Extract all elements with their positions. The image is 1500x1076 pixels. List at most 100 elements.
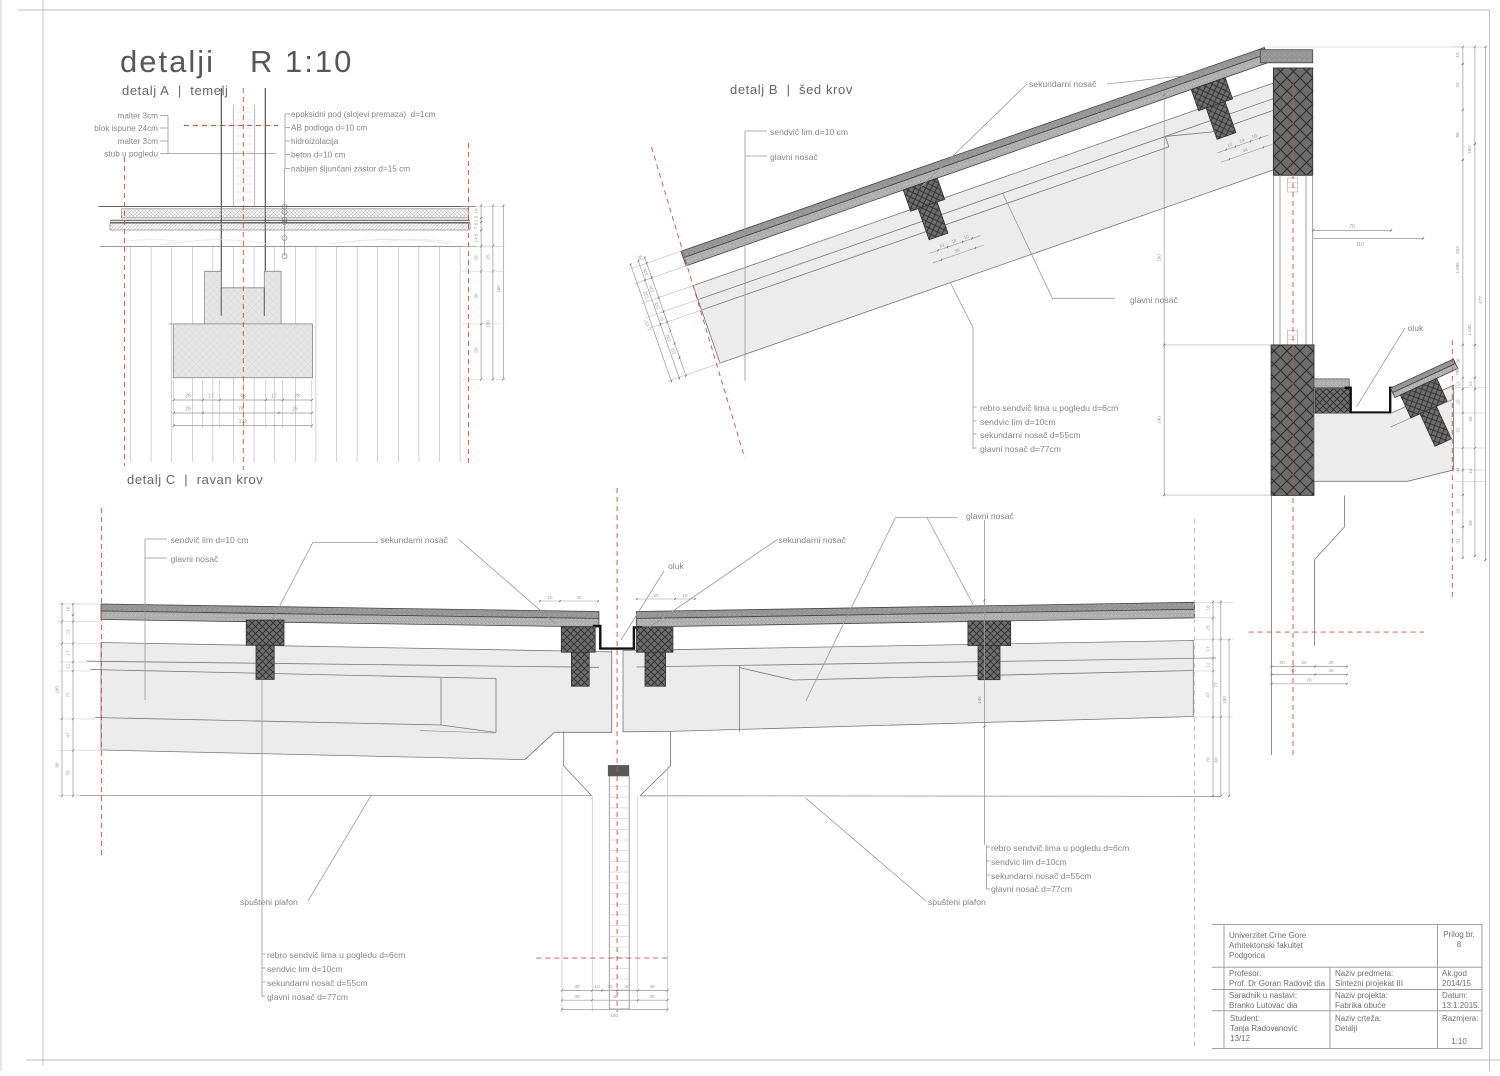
- svg-text:100: 100: [486, 320, 491, 328]
- svg-text:Podgorica: Podgorica: [1229, 951, 1266, 960]
- svg-text:47: 47: [1206, 692, 1211, 698]
- svg-text:40: 40: [1290, 668, 1296, 674]
- svg-text:29: 29: [294, 394, 300, 400]
- svg-text:10: 10: [474, 208, 479, 214]
- svg-text:spušteni plafon: spušteni plafon: [928, 897, 986, 907]
- svg-text:70: 70: [66, 770, 71, 776]
- svg-text:20: 20: [576, 595, 582, 600]
- svg-text:hidroizolacija: hidroizolacija: [291, 137, 339, 146]
- svg-text:Datum:: Datum:: [1442, 991, 1468, 1000]
- svg-text:2.5: 2.5: [474, 215, 479, 222]
- svg-text:13/12: 13/12: [1230, 1034, 1251, 1043]
- svg-text:sendvič lim d=10 cm: sendvič lim d=10 cm: [770, 127, 848, 137]
- svg-text:30: 30: [474, 293, 479, 299]
- svg-text:1.040: 1.040: [1467, 324, 1472, 336]
- svg-text:R 1:10: R 1:10: [250, 44, 353, 79]
- svg-text:oluk: oluk: [1408, 323, 1424, 333]
- svg-text:sekundarni nosač d=55cm: sekundarni nosač d=55cm: [980, 430, 1081, 440]
- svg-text:17: 17: [66, 650, 71, 656]
- svg-text:29: 29: [185, 407, 191, 413]
- svg-text:Naziv crteža:: Naziv crteža:: [1335, 1014, 1381, 1023]
- svg-text:30: 30: [649, 994, 655, 1000]
- svg-text:16: 16: [951, 238, 958, 245]
- svg-text:333: 333: [1455, 246, 1460, 254]
- svg-text:Ak.god: Ak.god: [1442, 969, 1467, 978]
- svg-text:10: 10: [594, 984, 600, 990]
- svg-text:Naziv projekta:: Naziv projekta:: [1335, 991, 1388, 1000]
- svg-text:Detalji: Detalji: [1335, 1024, 1357, 1033]
- svg-text:20: 20: [607, 984, 613, 990]
- svg-text:oluk: oluk: [668, 561, 684, 571]
- svg-text:Arhitektonski fakultet: Arhitektonski fakultet: [1229, 941, 1304, 950]
- svg-text:sekundarni nosač: sekundarni nosač: [779, 535, 847, 545]
- svg-text:sekundarni nosač: sekundarni nosač: [381, 535, 449, 545]
- svg-text:70: 70: [1206, 757, 1211, 763]
- svg-text:detalj A | temelj: detalj A | temelj: [122, 83, 229, 98]
- svg-text:59: 59: [1468, 520, 1473, 526]
- svg-text:77: 77: [66, 692, 71, 698]
- svg-text:87: 87: [658, 315, 665, 322]
- svg-text:sendvic lim d=10cm: sendvic lim d=10cm: [267, 964, 343, 974]
- svg-text:stub u pogledu: stub u pogledu: [104, 150, 158, 159]
- svg-text:spušteni plafon: spušteni plafon: [240, 897, 298, 907]
- svg-text:50: 50: [474, 347, 479, 353]
- svg-text:20: 20: [624, 984, 630, 990]
- svg-text:234: 234: [648, 284, 655, 293]
- svg-text:glavni nosač: glavni nosač: [171, 554, 219, 564]
- svg-text:40: 40: [612, 994, 618, 1000]
- svg-text:77: 77: [1213, 682, 1218, 688]
- svg-text:29: 29: [292, 407, 298, 413]
- svg-text:20: 20: [653, 593, 659, 598]
- svg-text:sendvic lim d=10cm: sendvic lim d=10cm: [980, 417, 1056, 427]
- svg-text:1.157: 1.157: [643, 319, 652, 332]
- svg-text:8: 8: [1457, 940, 1462, 949]
- svg-text:Sintezni projekat III: Sintezni projekat III: [1335, 979, 1403, 988]
- svg-text:glavni nosač d=77cm: glavni nosač d=77cm: [991, 884, 1072, 894]
- svg-text:20: 20: [1456, 399, 1461, 405]
- svg-text:Branko Lutovac dia: Branko Lutovac dia: [1229, 1001, 1298, 1010]
- svg-text:AB podloga d=10 cm: AB podloga d=10 cm: [291, 124, 367, 133]
- svg-text:malter 3cm: malter 3cm: [118, 137, 159, 146]
- svg-text:20: 20: [1301, 660, 1307, 666]
- svg-text:140: 140: [1157, 416, 1162, 424]
- svg-text:beton d=10 cm: beton d=10 cm: [291, 151, 346, 160]
- svg-text:Prilog br.: Prilog br.: [1443, 930, 1475, 939]
- svg-text:detalj C | ravan krov: detalj C | ravan krov: [127, 472, 263, 487]
- svg-text:rebro sendvič lima u pogledu d: rebro sendvič lima u pogledu d=6cm: [267, 950, 405, 960]
- svg-text:29: 29: [185, 394, 191, 400]
- svg-text:100: 100: [610, 1013, 618, 1019]
- svg-text:11: 11: [1456, 381, 1461, 386]
- svg-text:23: 23: [1206, 625, 1211, 631]
- svg-text:sendvič lim d=10 cm: sendvič lim d=10 cm: [171, 535, 249, 545]
- svg-text:30: 30: [1328, 668, 1334, 674]
- svg-text:Prof. Dr Goran Radovič dia: Prof. Dr Goran Radovič dia: [1229, 979, 1326, 988]
- svg-text:11: 11: [1468, 381, 1473, 386]
- svg-text:160: 160: [1467, 146, 1472, 154]
- svg-text:80: 80: [1455, 132, 1460, 138]
- svg-text:detalj B | šed krov: detalj B | šed krov: [730, 82, 853, 97]
- svg-text:70: 70: [1306, 677, 1312, 683]
- svg-text:30: 30: [574, 994, 580, 1000]
- svg-text:36: 36: [954, 247, 961, 254]
- svg-text:180: 180: [55, 686, 60, 694]
- svg-text:Saradnik u nastavi:: Saradnik u nastavi:: [1229, 991, 1297, 1000]
- svg-text:nabijen šljunčani zastor d=15: nabijen šljunčani zastor d=15 cm: [291, 165, 410, 174]
- svg-text:31: 31: [1456, 538, 1461, 544]
- svg-text:180: 180: [1157, 254, 1162, 262]
- svg-text:10: 10: [1455, 52, 1460, 58]
- svg-text:Student:: Student:: [1230, 1014, 1260, 1023]
- svg-text:70: 70: [1349, 224, 1355, 230]
- svg-text:sekundarni nosač: sekundarni nosač: [1029, 79, 1097, 89]
- svg-text:111: 111: [670, 347, 677, 356]
- svg-text:12: 12: [66, 663, 71, 669]
- svg-text:10: 10: [938, 242, 945, 249]
- svg-text:10: 10: [963, 234, 970, 241]
- svg-text:17: 17: [208, 394, 214, 400]
- svg-text:Razmjera:: Razmjera:: [1442, 1014, 1478, 1023]
- svg-text:sendvic lim d=10cm: sendvic lim d=10cm: [991, 857, 1067, 867]
- svg-text:epoksidni pod (slojevi premaza: epoksidni pod (slojevi premaza) d=1cm: [291, 110, 436, 119]
- svg-text:glavni nosač d=77cm: glavni nosač d=77cm: [267, 992, 348, 1002]
- svg-text:80: 80: [55, 762, 60, 768]
- svg-text:10: 10: [547, 595, 553, 600]
- svg-text:59: 59: [637, 254, 644, 261]
